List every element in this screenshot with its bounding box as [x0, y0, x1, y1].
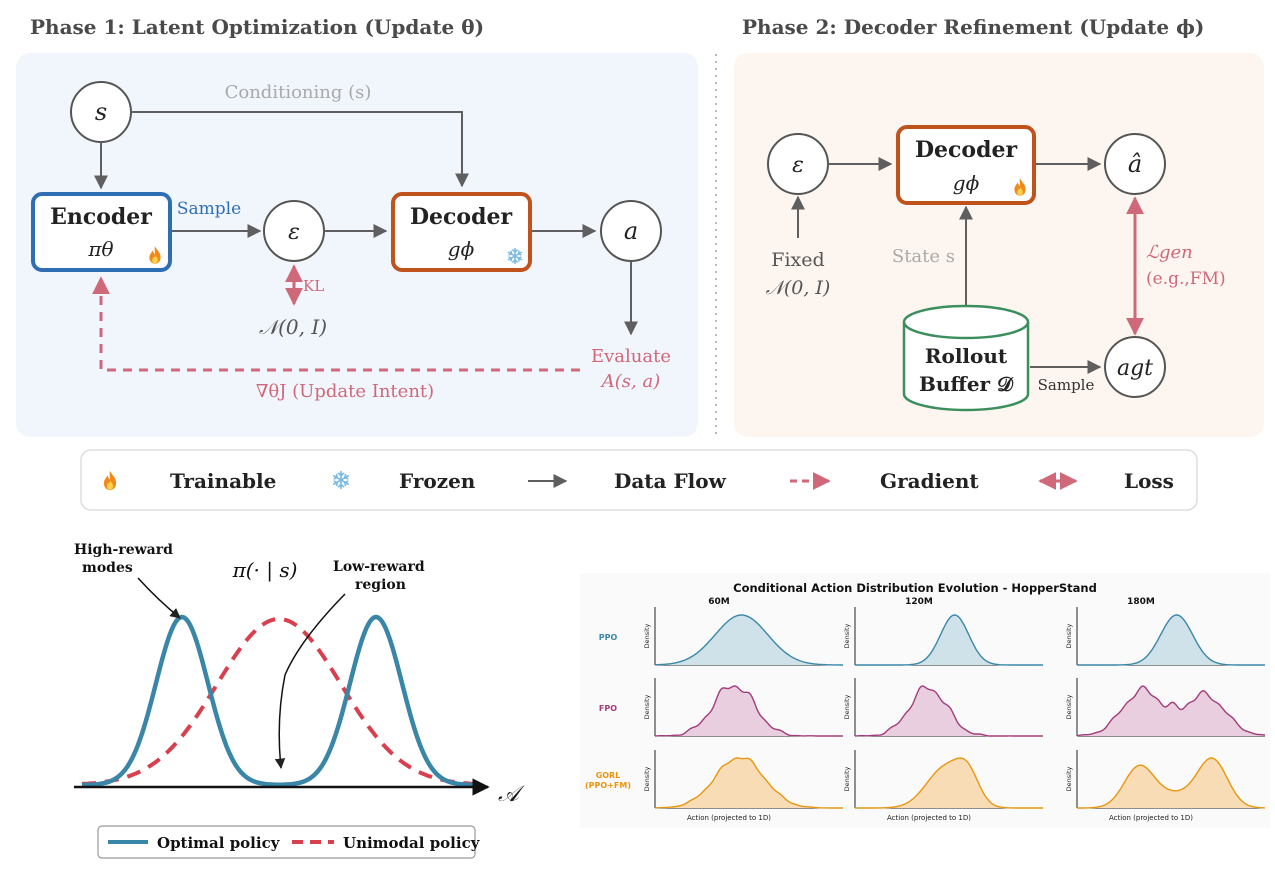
loss-sub-label: (e.g.,FM) — [1146, 269, 1226, 289]
state-label: State s — [892, 246, 955, 267]
panel-ylabel: Density — [843, 623, 851, 648]
density-curve — [1077, 614, 1265, 666]
density-curve — [854, 685, 1043, 737]
ahat-node-label: â — [1128, 150, 1142, 178]
low-reward-pointer — [274, 593, 346, 770]
density-curve — [654, 757, 843, 809]
panel-xlabel: Action (projected to 1D) — [687, 814, 771, 822]
column-header: 60M — [708, 597, 730, 607]
row-label: FPO — [599, 704, 617, 713]
prior-label: 𝒩(0, I) — [259, 315, 327, 339]
phase2-sample-label: Sample — [1038, 376, 1095, 394]
density-fill — [655, 758, 843, 808]
phase2-title: Phase 2: Decoder Refinement (Update ϕ) — [742, 15, 1204, 39]
evaluate-label: Evaluate — [591, 346, 671, 367]
legend-data-flow: Data Flow — [614, 469, 727, 493]
phase2-epsilon-label: ε — [792, 153, 804, 178]
column-header: 180M — [1127, 597, 1155, 607]
conditioning-arrow — [131, 111, 469, 188]
density-curve — [855, 614, 1043, 666]
high-reward-pointer — [137, 577, 181, 619]
conditioning-label: Conditioning (s) — [225, 82, 372, 103]
dist-chart-title: Conditional Action Distribution Evolutio… — [733, 581, 1097, 595]
advantage-label: A(s, a) — [600, 371, 660, 392]
density-curve — [1076, 685, 1266, 737]
epsilon-node-label: ε — [288, 220, 300, 245]
density-curve — [654, 614, 843, 666]
unimodal-legend-label: Unimodal policy — [343, 834, 481, 852]
phase1-title: Phase 1: Latent Optimization (Update θ) — [30, 15, 484, 39]
action-space-label: 𝒜 — [498, 782, 525, 807]
phase1-panel — [16, 53, 698, 437]
action-node-label: a — [624, 217, 638, 245]
rollout-buffer-cylinder — [902, 304, 1030, 412]
buffer-line1: Rollout — [925, 344, 1008, 368]
loss-label: ℒgen — [1146, 242, 1193, 263]
fixed-label: Fixed — [771, 249, 824, 271]
density-fill — [855, 758, 1043, 808]
plot-legend-box — [97, 825, 476, 859]
encoder-title: Encoder — [50, 204, 152, 230]
panel-xlabel: Action (projected to 1D) — [887, 814, 971, 822]
column-header: 120M — [905, 597, 933, 607]
agt-node-label: agt — [1117, 356, 1153, 381]
agt-node — [1104, 336, 1166, 398]
panel-ylabel: Density — [643, 694, 651, 719]
density-curve — [1077, 757, 1266, 809]
panel-xlabel: Action (projected to 1D) — [1109, 814, 1193, 822]
sample-label: Sample — [177, 199, 241, 219]
density-fill — [1077, 686, 1265, 736]
state-node-label: s — [95, 98, 107, 126]
panel-ylabel: Density — [1065, 694, 1073, 719]
density-fill — [1077, 758, 1265, 808]
row-label: PPO — [599, 633, 618, 642]
panel-ylabel: Density — [643, 623, 651, 648]
fixed-prior-label: 𝒩(0, I) — [766, 277, 831, 299]
density-curve — [855, 757, 1043, 809]
panel-ylabel: Density — [843, 766, 851, 791]
optimal-legend-label: Optimal policy — [157, 834, 281, 852]
legend-trainable: Trainable — [170, 469, 276, 493]
panel-ylabel: Density — [1065, 766, 1073, 791]
legend-loss: Loss — [1124, 469, 1174, 493]
encoder-symbol: πθ — [87, 237, 113, 261]
row-label: GORL(PPO+FM) — [585, 771, 631, 790]
density-curve — [654, 685, 843, 737]
optimal-policy-curve — [82, 614, 478, 788]
decoder-title: Decoder — [410, 204, 513, 230]
gradient-label: ∇θJ (Update Intent) — [256, 381, 434, 402]
legend-gradient: Gradient — [880, 469, 979, 493]
decoder-box — [391, 192, 532, 272]
policy-label: π(· | s) — [232, 558, 298, 583]
kl-label: KL — [303, 277, 324, 295]
buffer-line2: Buffer 𝒟 — [919, 372, 1014, 396]
panel-ylabel: Density — [1065, 623, 1073, 648]
density-fill — [655, 686, 843, 736]
ahat-node — [1104, 133, 1166, 195]
panel-ylabel: Density — [643, 766, 651, 791]
density-fill — [855, 686, 1043, 736]
distribution-evolution-chart: Conditional Action Distribution Evolutio… — [580, 573, 1270, 828]
density-fill — [855, 615, 1043, 665]
encoder-box — [31, 192, 172, 272]
phase2-decoder-symbol: gϕ — [953, 171, 980, 195]
legend-box — [80, 449, 1198, 511]
decoder-symbol: gϕ — [448, 237, 475, 261]
phase2-decoder-box — [896, 125, 1036, 205]
density-fill — [1077, 615, 1265, 665]
legend-frozen: Frozen — [399, 469, 476, 493]
density-fill — [655, 615, 843, 665]
phase2-decoder-title: Decoder — [915, 137, 1018, 163]
panel-ylabel: Density — [843, 694, 851, 719]
